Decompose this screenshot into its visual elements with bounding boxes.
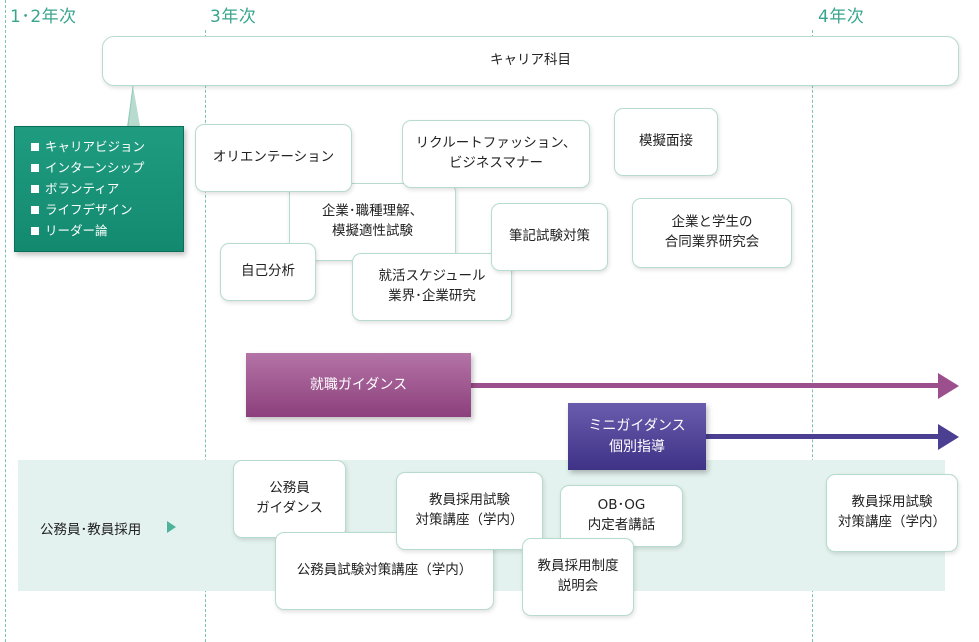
teacher-exam-course-4-box: 教員採用試験 対策講座（学内） — [826, 474, 958, 552]
year-label-4: 4年次 — [818, 7, 865, 27]
career-subject-bar: キャリア科目 — [102, 36, 959, 86]
self-analysis-box: 自己分析 — [220, 243, 316, 301]
mini-guidance-arrow-line — [706, 434, 940, 439]
career-list-item: インターンシップ — [31, 157, 183, 178]
year-divider-start — [5, 0, 6, 642]
arrow-right-icon — [938, 373, 959, 399]
industry-understanding-box: 企業･職種理解、 模擬適性試験 — [289, 183, 456, 261]
teacher-system-briefing-box: 教員採用制度 説明会 — [522, 538, 634, 616]
bullet-square-icon — [31, 226, 39, 235]
written-exam-box: 筆記試験対策 — [491, 203, 608, 271]
year-divider-3 — [205, 30, 206, 642]
civil-service-guidance-box: 公務員 ガイダンス — [233, 460, 346, 538]
year-label-3: 3年次 — [210, 7, 257, 27]
mini-guidance-box: ミニガイダンス 個別指導 — [568, 403, 706, 470]
teacher-exam-course-3-box: 教員採用試験 対策講座（学内） — [396, 472, 543, 550]
year-label-1-2: 1･2年次 — [10, 7, 77, 27]
bullet-square-icon — [31, 163, 39, 172]
arrow-right-icon — [938, 424, 959, 450]
orientation-box: オリエンテーション — [195, 124, 352, 192]
bullet-square-icon — [31, 142, 39, 151]
employment-guidance-arrow-line — [470, 383, 940, 388]
recruit-fashion-box: リクルートファッション、 ビジネスマナー — [402, 120, 590, 188]
bullet-square-icon — [31, 184, 39, 193]
mock-interview-box: 模擬面接 — [614, 108, 718, 176]
career-subject-list: キャリアビジョン インターンシップ ボランティア ライフデザイン リーダー論 — [14, 126, 184, 252]
career-list-item: リーダー論 — [31, 220, 183, 241]
bullet-square-icon — [31, 205, 39, 214]
career-list-item: ボランティア — [31, 178, 183, 199]
employment-guidance-box: 就職ガイダンス — [246, 353, 471, 417]
joint-study-box: 企業と学生の 合同業界研究会 — [632, 198, 792, 268]
career-list-item: キャリアビジョン — [31, 136, 183, 157]
career-list-item: ライフデザイン — [31, 199, 183, 220]
public-employment-label: 公務員･教員採用 — [40, 522, 142, 538]
ob-og-talk-box: OB･OG 内定者講話 — [560, 485, 683, 547]
year-divider-4 — [812, 30, 813, 642]
triangle-right-icon — [167, 521, 176, 533]
job-schedule-box: 就活スケジュール 業界･企業研究 — [352, 253, 512, 321]
